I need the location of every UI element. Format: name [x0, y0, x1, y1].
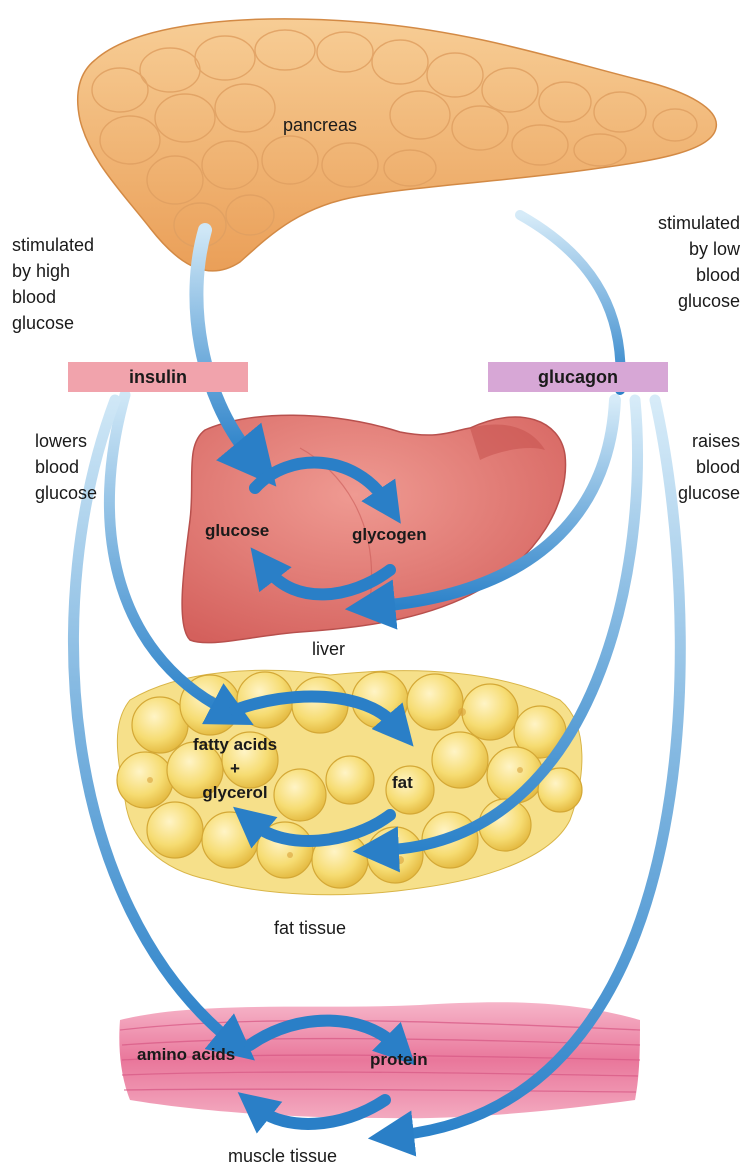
insulin-label: insulin: [129, 367, 187, 387]
raises-effect: raises blood glucose: [640, 428, 740, 506]
liver-glycogen-label: glycogen: [352, 522, 427, 548]
glucagon-label: glucagon: [538, 367, 618, 387]
muscle-protein-label: protein: [370, 1047, 428, 1073]
liver-glucose-label: glucose: [205, 518, 269, 544]
muscle-amino-acids-label: amino acids: [137, 1042, 235, 1068]
muscle-tissue-label: muscle tissue: [228, 1143, 337, 1169]
insulin-box: insulin: [68, 362, 248, 392]
fat-tissue-label: fat tissue: [274, 915, 346, 941]
liver-label: liver: [312, 636, 345, 662]
lowers-effect: lowers blood glucose: [35, 428, 97, 506]
pancreas-label: pancreas: [283, 112, 357, 138]
fat-fat-label: fat: [392, 770, 413, 796]
glucagon-box: glucagon: [488, 362, 668, 392]
fat-fatty-acids-label: fatty acids + glycerol: [172, 733, 298, 805]
high-glucose-condition: stimulated by high blood glucose: [12, 232, 94, 336]
low-glucose-condition: stimulated by low blood glucose: [620, 210, 740, 314]
